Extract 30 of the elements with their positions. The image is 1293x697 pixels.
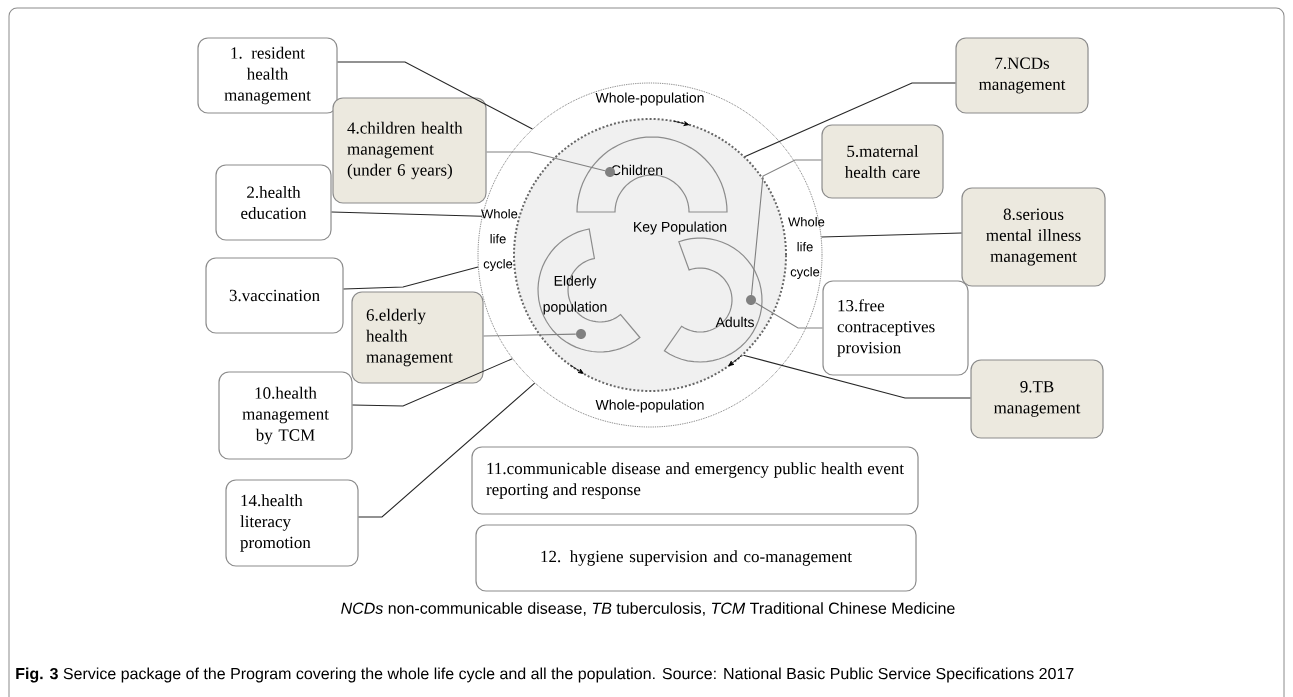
- leader-line: [744, 82, 956, 157]
- service-box: 1. resident health management: [197, 37, 338, 114]
- service-box: 3.vaccination: [205, 257, 344, 334]
- leader-line: [352, 358, 513, 407]
- service-box: 13.free contraceptives provision: [822, 280, 969, 376]
- leader-line: [358, 382, 536, 518]
- abbreviation-note: NCDs non-communicable disease, TB tuberculosis, TCM Traditional Chinese Medicine: [341, 602, 955, 616]
- leader-line: [754, 302, 823, 329]
- service-box: 8.serious mental illness management: [961, 187, 1106, 287]
- leader-line: [337, 61, 533, 130]
- leader-line: [486, 151, 606, 172]
- service-box: 10.health management by TCM: [218, 371, 353, 460]
- service-box: 6.elderly health management: [351, 291, 484, 384]
- service-box: 11.communicable disease and emergency public health event reporting and response: [471, 446, 919, 515]
- leader-line: [750, 159, 822, 296]
- service-box: 12. hygiene supervision and co-management: [475, 524, 917, 592]
- leader-line: [742, 354, 971, 399]
- leader-line: [331, 211, 483, 217]
- service-box: 4.children health management (under 6 years): [332, 97, 487, 204]
- service-box: 5.maternal health care: [821, 124, 944, 199]
- service-box: 14.health literacy promotion: [225, 479, 359, 567]
- service-box: 9.TB management: [970, 359, 1104, 439]
- arc-segment: Children: [576, 136, 728, 213]
- leader-line: [483, 333, 577, 337]
- service-box: 2.health education: [215, 164, 332, 241]
- arc-segment: Adults: [663, 237, 763, 363]
- service-box: 7.NCDs management: [955, 37, 1089, 114]
- leader-line: [820, 232, 962, 238]
- figure-caption: Fig. 3 Service package of the Program covering the whole life cycle and all the population. Source: National Basic Public Service Specifications 2017: [16, 667, 1074, 683]
- leader-line: [343, 266, 479, 290]
